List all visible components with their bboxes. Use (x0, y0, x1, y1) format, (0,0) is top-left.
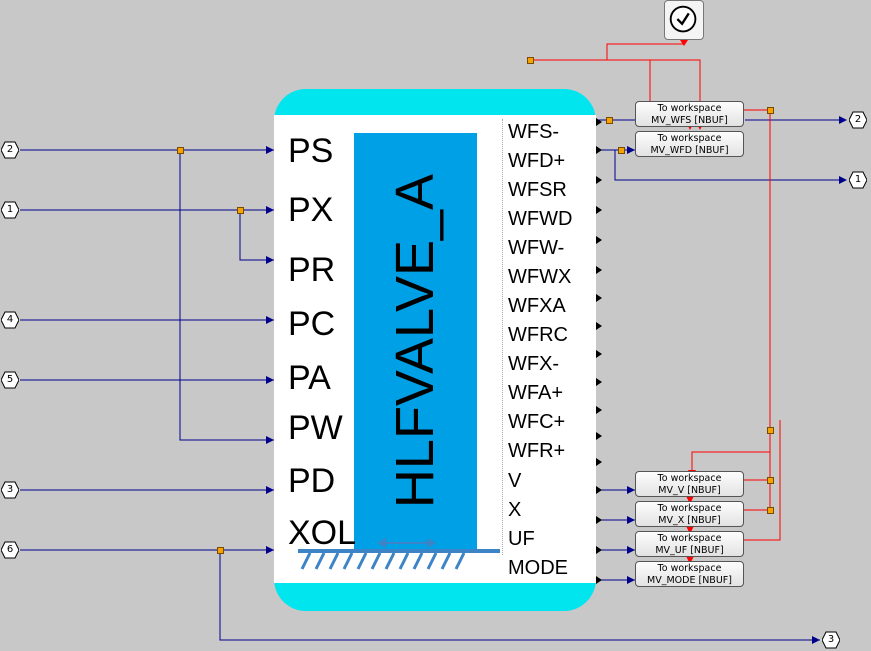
output-label-wfa: WFA+ (508, 382, 564, 404)
output-label-wfsr: WFSR (508, 179, 567, 201)
to-workspace-mv-x[interactable]: To workspace MV_X [NBUF] (635, 501, 744, 527)
input-port-6[interactable]: 6 (1, 541, 19, 559)
output-label-wfrc: WFRC (508, 324, 568, 346)
output-label-wfxa: WFXA (508, 295, 566, 317)
split-junction[interactable] (237, 207, 244, 214)
port-divider (502, 119, 503, 555)
output-label-wfs: WFS- (508, 121, 560, 143)
block-title-text: HLFVALVE_A (385, 173, 445, 509)
hlfvalve-block[interactable]: HLFVALVE_A PS PX PR PC PA PW PD XOL WFS-… (274, 89, 596, 611)
hatched-ground-icon (298, 538, 500, 570)
input-label-ps: PS (288, 132, 334, 170)
output-label-x: X (508, 499, 522, 521)
event-split-junction[interactable] (527, 57, 534, 64)
double-arrow-icon (377, 538, 436, 548)
input-label-pc: PC (288, 305, 336, 343)
wire-pr[interactable] (239, 210, 274, 261)
split-junction[interactable] (606, 117, 613, 124)
output-label-mode: MODE (508, 557, 568, 579)
output-port-1[interactable]: 1 (849, 171, 867, 189)
to-workspace-mv-wfd[interactable]: To workspace MV_WFD [NBUF] (635, 131, 744, 157)
output-port-3[interactable]: 3 (822, 631, 840, 649)
split-junction[interactable] (177, 147, 184, 154)
output-label-wfw: WFW- (508, 237, 565, 259)
output-label-uf: UF (508, 528, 535, 550)
input-port-4[interactable]: 4 (1, 311, 19, 329)
output-label-wfr: WFR+ (508, 440, 566, 462)
split-junction[interactable] (618, 147, 625, 154)
to-workspace-mv-mode[interactable]: To workspace MV_MODE [NBUF] (635, 561, 744, 587)
signal-arrows (266, 116, 847, 644)
output-label-wfx: WFX- (508, 353, 560, 375)
event-split-junction[interactable] (767, 477, 774, 484)
input-label-pw: PW (288, 409, 343, 447)
to-workspace-mv-v[interactable]: To workspace MV_V [NBUF] (635, 471, 744, 497)
input-label-px: PX (288, 191, 334, 229)
output-port-2[interactable]: 2 (849, 111, 867, 129)
output-label-wfwd: WFWD (508, 208, 573, 230)
input-label-pa: PA (288, 359, 331, 397)
clock-icon (669, 5, 697, 33)
output-label-wfd: WFD+ (508, 150, 566, 172)
wire-out1[interactable] (614, 150, 845, 181)
clock-block[interactable] (664, 0, 704, 40)
split-junction[interactable] (217, 547, 224, 554)
input-port-1[interactable]: 1 (1, 201, 19, 219)
input-port-3[interactable]: 3 (1, 481, 19, 499)
input-label-pd: PD (288, 462, 336, 500)
output-label-v: V (508, 470, 522, 492)
input-port-5[interactable]: 5 (1, 371, 19, 389)
title-panel (354, 133, 477, 549)
input-port-2[interactable]: 2 (1, 141, 19, 159)
event-split-junction[interactable] (767, 107, 774, 114)
wire-out3[interactable] (219, 550, 820, 641)
event-split-junction[interactable] (767, 427, 774, 434)
event-split-junction[interactable] (767, 507, 774, 514)
output-label-wfc: WFC+ (508, 411, 566, 433)
input-label-pr: PR (288, 251, 336, 289)
output-port-arrows (596, 118, 602, 584)
to-workspace-mv-uf[interactable]: To workspace MV_UF [NBUF] (635, 531, 744, 557)
wire-pw[interactable] (179, 150, 274, 441)
input-label-xol: XOL (288, 514, 357, 552)
output-label-wfwx: WFWX (508, 266, 572, 288)
to-workspace-mv-wfs[interactable]: To workspace MV_WFS [NBUF] (635, 101, 744, 127)
